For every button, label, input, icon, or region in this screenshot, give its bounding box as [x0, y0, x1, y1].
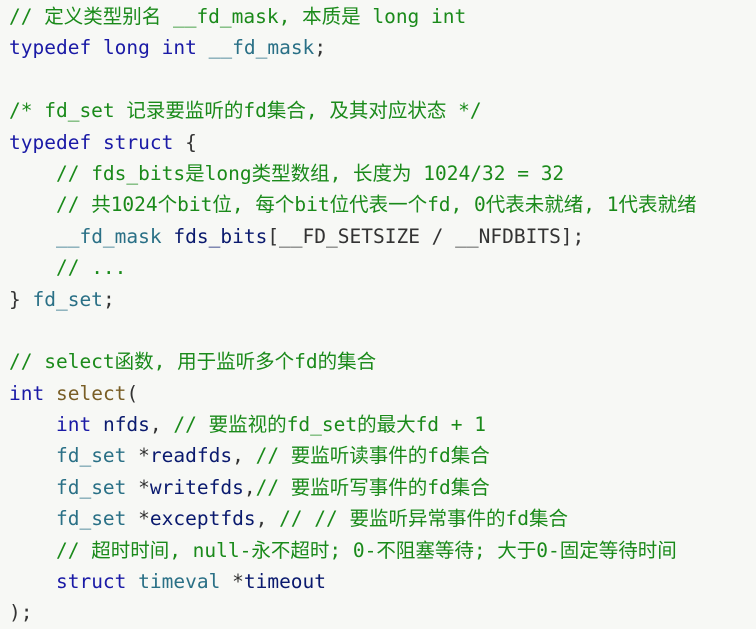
comment-token: // ...: [55, 256, 127, 280]
punctuation-token: [9, 413, 56, 436]
code-line: // fds_bits是long类型数组, 长度为 1024/32 = 32: [9, 158, 756, 189]
punctuation-token: (: [126, 381, 139, 405]
code-line: /* fd_set 记录要监听的fd集合, 及其对应状态 */: [9, 95, 756, 126]
keyword-token: long: [102, 36, 150, 60]
type-token: __fd_mask: [208, 36, 315, 60]
code-line: int nfds, // 要监视的fd_set的最大fd + 1: [9, 409, 756, 440]
code-line: int select(: [9, 378, 756, 409]
keyword-token: int: [9, 381, 45, 405]
comment-token: // select函数, 用于监听多个fd的集合: [9, 350, 377, 374]
code-line: typedef long int __fd_mask;: [9, 32, 756, 63]
punctuation-token: [9, 193, 56, 216]
comment-token: // 要监听写事件的fd集合: [255, 475, 490, 499]
comment-token: // fds_bits是long类型数组, 长度为 1024/32 = 32: [55, 161, 565, 185]
keyword-token: int: [55, 413, 92, 437]
punctuation-token: ;: [314, 36, 327, 60]
punctuation-token: ,: [149, 413, 174, 437]
punctuation-token: *: [220, 570, 244, 594]
punctuation-token: [126, 570, 138, 593]
comment-token: // 要监听读事件的fd集合: [255, 444, 490, 468]
type-token: fd_set: [55, 507, 127, 531]
comment-token: // 定义类型别名 __fd_mask, 本质是 long int: [9, 5, 467, 28]
punctuation-token: [197, 36, 209, 59]
punctuation-token: [9, 444, 56, 467]
punctuation-token: [9, 539, 56, 562]
punctuation-token: [9, 225, 56, 248]
punctuation-token: [150, 36, 162, 59]
punctuation-token: [91, 131, 103, 154]
punctuation-token: *: [126, 507, 150, 531]
type-token: fd_set: [55, 444, 127, 468]
punctuation-token: ,: [255, 507, 280, 531]
code-line: // 超时时间, null-永不超时; 0-不阻塞等待; 大于0-固定等待时间: [9, 535, 756, 566]
code-line: typedef struct {: [9, 127, 756, 158]
punctuation-token: [162, 225, 174, 248]
code-line: // ...: [9, 252, 756, 283]
code-line: __fd_mask fds_bits[__FD_SETSIZE / __NFDB…: [9, 221, 756, 252]
identifier-token: writefds: [149, 475, 244, 499]
code-line: );: [9, 597, 756, 628]
punctuation-token: [9, 570, 56, 593]
code-line: } fd_set;: [9, 284, 756, 315]
identifier-token: nfds: [102, 413, 150, 437]
punctuation-token: );: [9, 601, 33, 625]
punctuation-token: }: [9, 287, 33, 311]
punctuation-token: [44, 382, 56, 405]
punctuation-token: ;: [102, 287, 115, 311]
punctuation-token: {: [173, 130, 197, 154]
punctuation-token: [9, 507, 56, 530]
comment-token: // 超时时间, null-永不超时; 0-不阻塞等待; 大于0-固定等待时间: [55, 538, 677, 562]
keyword-token: struct: [55, 570, 127, 594]
identifier-token: timeout: [243, 570, 327, 594]
code-line: // select函数, 用于监听多个fd的集合: [9, 346, 756, 377]
punctuation-token: *: [126, 444, 150, 468]
identifier-token: fds_bits: [173, 224, 268, 248]
function-name-token: select: [55, 381, 127, 405]
punctuation-token: ,: [232, 444, 256, 468]
keyword-token: int: [161, 36, 197, 60]
code-line: [9, 315, 756, 346]
identifier-token: readfds: [149, 444, 233, 468]
code-line: // 定义类型别名 __fd_mask, 本质是 long int: [9, 1, 756, 32]
code-line: struct timeval *timeout: [9, 566, 756, 597]
comment-token: // // 要监听异常事件的fd集合: [279, 507, 568, 531]
comment-token: // 共1024个bit位, 每个bit位代表一个fd, 0代表未就绪, 1代表…: [55, 193, 697, 217]
punctuation-token: [__FD_SETSIZE / __NFDBITS];: [267, 224, 585, 248]
keyword-token: struct: [102, 130, 174, 154]
identifier-token: exceptfds: [149, 507, 256, 531]
punctuation-token: [9, 476, 56, 499]
type-token: timeval: [138, 570, 221, 594]
punctuation-token: [9, 256, 56, 279]
code-line: [9, 64, 756, 95]
type-token: fd_set: [32, 287, 103, 311]
code-line: fd_set *writefds,// 要监听写事件的fd集合: [9, 472, 756, 503]
punctuation-token: [9, 162, 56, 185]
code-line: fd_set *readfds, // 要监听读事件的fd集合: [9, 440, 756, 471]
code-line: fd_set *exceptfds, // // 要监听异常事件的fd集合: [9, 503, 756, 534]
type-token: fd_set: [55, 475, 127, 499]
code-line: // 共1024个bit位, 每个bit位代表一个fd, 0代表未就绪, 1代表…: [9, 189, 756, 220]
punctuation-token: [91, 36, 103, 59]
punctuation-token: *: [126, 475, 150, 499]
keyword-token: typedef: [9, 36, 92, 60]
keyword-token: typedef: [9, 130, 92, 154]
punctuation-token: ,: [243, 475, 256, 499]
comment-token: // 要监视的fd_set的最大fd + 1: [173, 413, 487, 437]
type-token: __fd_mask: [55, 224, 162, 248]
comment-token: /* fd_set 记录要监听的fd集合, 及其对应状态 */: [9, 99, 482, 123]
punctuation-token: [91, 413, 103, 436]
